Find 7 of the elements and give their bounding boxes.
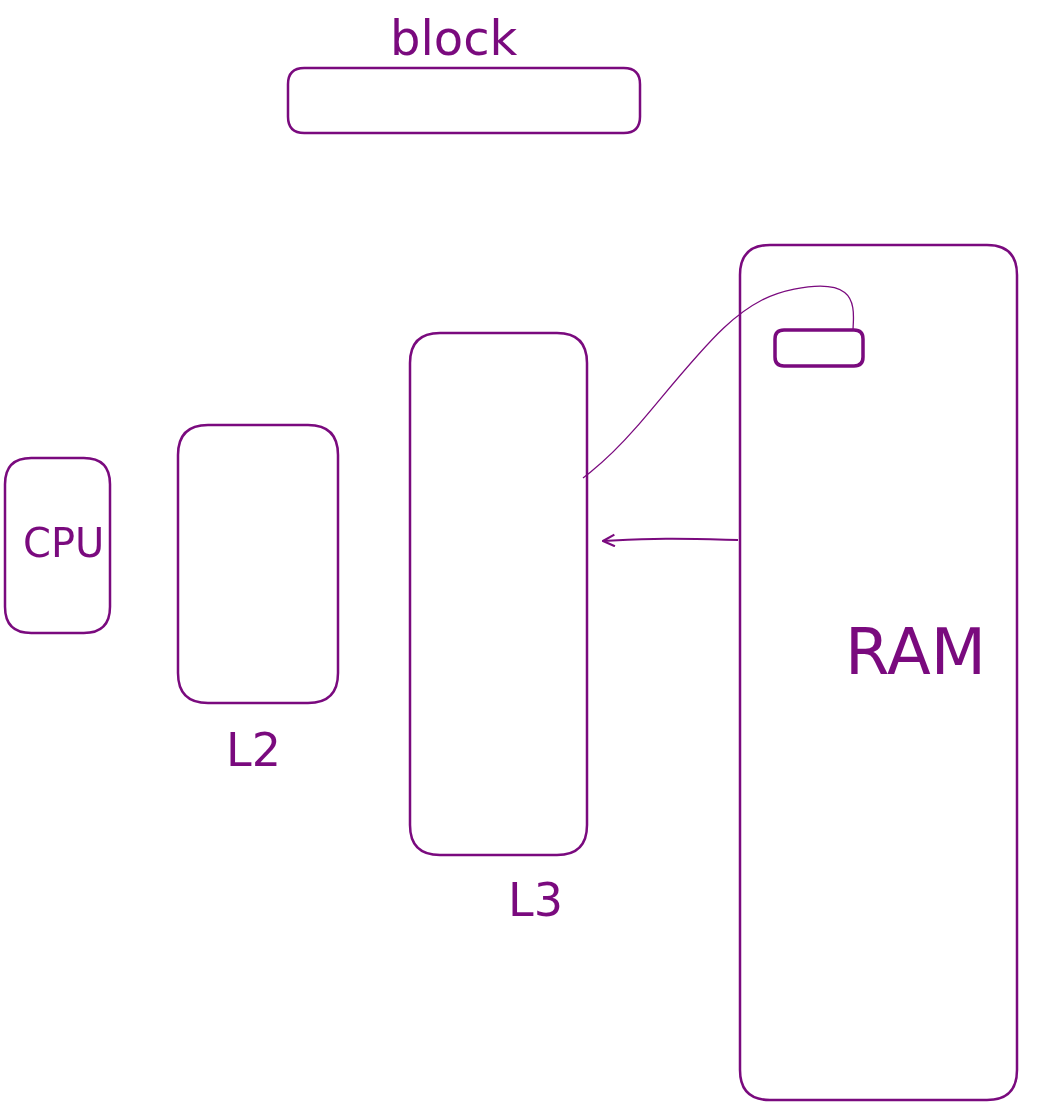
connector-line: [582, 285, 855, 479]
memory-label: RAM: [845, 615, 986, 689]
cache-label: L2: [226, 723, 281, 777]
arrow: [601, 533, 739, 548]
cache-label: L3: [508, 873, 563, 927]
bar-label: block: [390, 10, 518, 66]
box-label: CPU: [23, 520, 105, 566]
